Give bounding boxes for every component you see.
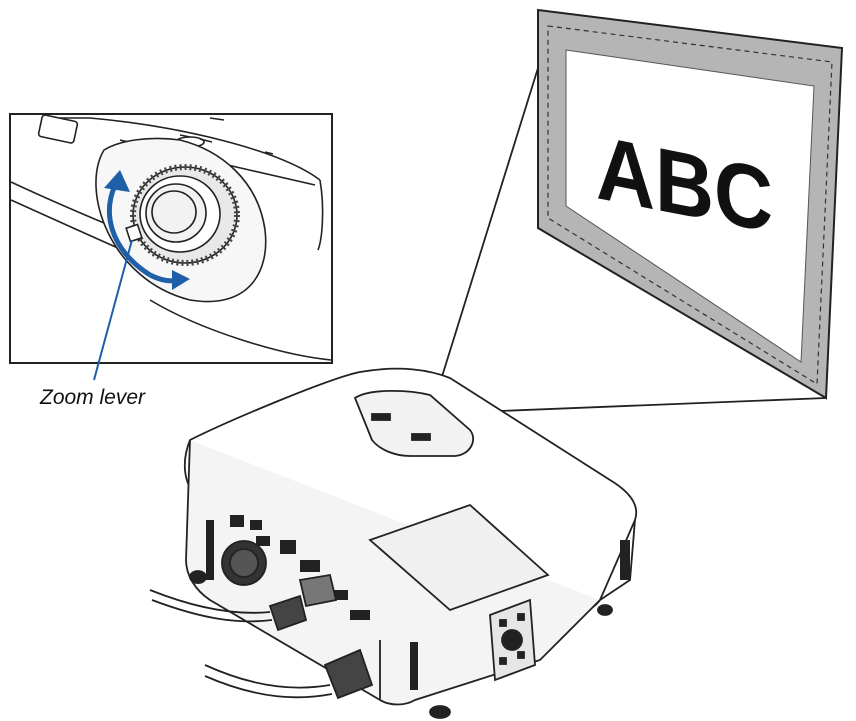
- zoom-lever-label: Zoom lever: [40, 386, 146, 409]
- zoom-lever-inset: [9, 113, 333, 364]
- projector: [183, 367, 638, 719]
- projection-screen: ABC: [537, 8, 844, 400]
- projection-beam: [439, 67, 827, 413]
- callout-leader: [93, 239, 133, 381]
- cables: [149, 573, 374, 700]
